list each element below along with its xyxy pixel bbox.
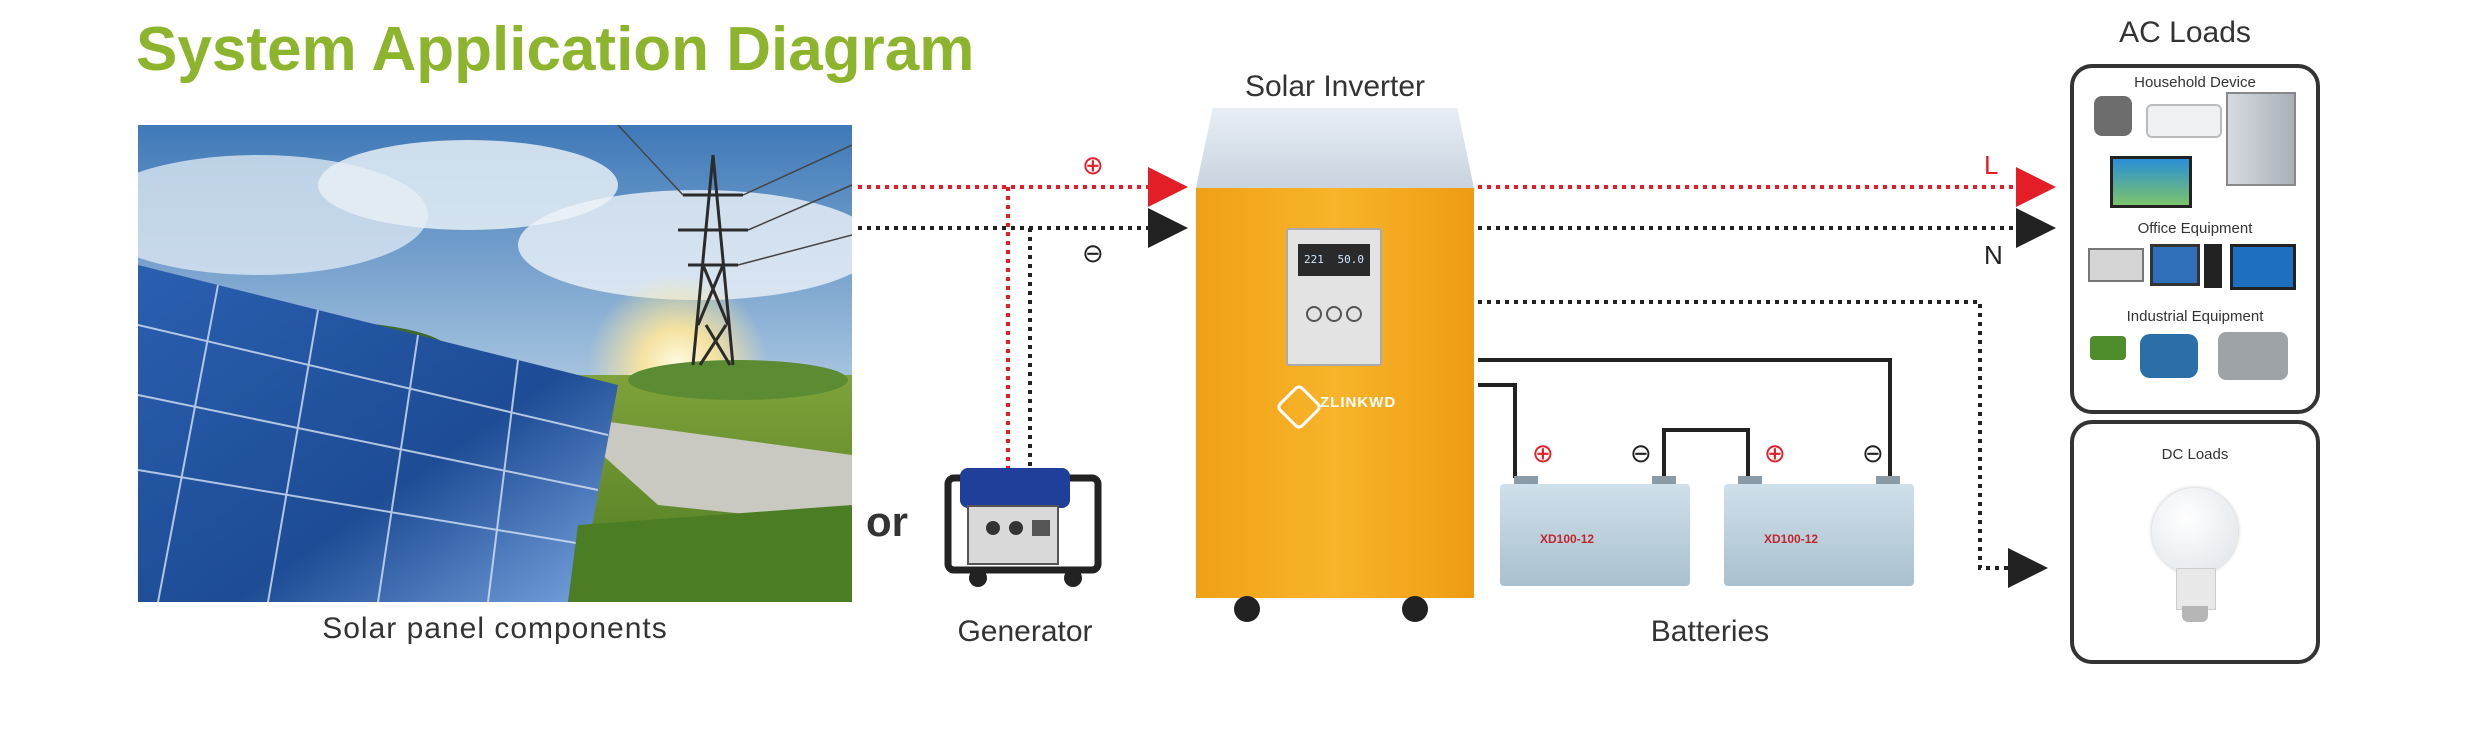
lcd-right-value: 50.0	[1337, 253, 1365, 266]
laptop-icon	[2150, 244, 2200, 286]
battery-terminal	[1652, 476, 1676, 486]
dc-loads-label: DC Loads	[2161, 446, 2229, 463]
solar-inverter: 221 50.0 ZLINKWD	[1196, 108, 1474, 628]
inverter-button-3[interactable]	[1346, 306, 1362, 322]
office-equipment-label: Office Equipment	[2137, 220, 2253, 237]
computer-tower-icon	[2204, 244, 2222, 288]
battery-terminal	[1876, 476, 1900, 486]
air-compressor-icon	[2218, 332, 2288, 380]
generator-caption: Generator	[957, 615, 1093, 648]
batteries-caption: Batteries	[1650, 615, 1770, 648]
air-conditioner-icon	[2146, 104, 2222, 138]
pressure-cooker-icon	[2094, 96, 2132, 136]
battery1-negative-sign: ⊖	[1630, 438, 1652, 468]
inverter-wheel-right	[1402, 596, 1428, 622]
battery-2: XD100-12	[1724, 476, 1914, 586]
monitor-icon	[2230, 244, 2296, 290]
refrigerator-icon	[2226, 92, 2296, 186]
battery-positive-wire	[1478, 383, 1517, 478]
inverter-brand: ZLINKWD	[1320, 394, 1397, 411]
positive-sign: ⊕	[1082, 150, 1104, 180]
page-title: System Application Diagram	[136, 15, 975, 84]
lcd-left-value: 221	[1304, 253, 1324, 266]
battery-negative-wire	[1478, 358, 1892, 478]
inverter-button-2[interactable]	[1326, 306, 1342, 322]
inverter-caption: Solar Inverter	[1244, 70, 1426, 103]
battery-case	[1724, 484, 1914, 586]
drill-icon	[2090, 336, 2126, 360]
dc-loads-box: DC Loads	[2070, 420, 2320, 664]
battery-1: XD100-12	[1500, 476, 1690, 586]
battery-model-label: XD100-12	[1540, 532, 1595, 546]
ac-loads-box: Household Device Office Equipment Indust…	[2070, 64, 2320, 414]
light-bulb-screw	[2182, 606, 2208, 622]
solar-panel-image	[138, 125, 852, 602]
light-bulb-base	[2176, 568, 2216, 610]
battery-series-wire	[1662, 428, 1750, 478]
battery2-positive-sign: ⊕	[1764, 438, 1786, 468]
ac-loads-title: AC Loads	[2119, 16, 2251, 49]
battery-case	[1500, 484, 1690, 586]
industrial-equipment-label: Industrial Equipment	[2126, 308, 2264, 325]
printer-icon	[2088, 248, 2144, 282]
inverter-panel: 221 50.0	[1286, 228, 1382, 366]
line-label: L	[1984, 150, 1999, 180]
battery2-negative-sign: ⊖	[1862, 438, 1884, 468]
inverter-wheel-left	[1234, 596, 1260, 622]
electric-motor-icon	[2140, 334, 2198, 378]
inverter-lcd: 221 50.0	[1298, 244, 1370, 276]
battery-terminal	[1514, 476, 1538, 486]
negative-sign: ⊖	[1082, 238, 1104, 268]
television-icon	[2110, 156, 2192, 208]
solar-panel-caption: Solar panel components	[322, 612, 668, 645]
inverter-button-1[interactable]	[1306, 306, 1322, 322]
battery-terminal	[1738, 476, 1762, 486]
light-bulb-icon	[2152, 488, 2238, 574]
inverter-top	[1196, 108, 1474, 188]
neutral-label: N	[1984, 240, 2003, 270]
generator-image	[944, 468, 1102, 587]
battery-model-label: XD100-12	[1764, 532, 1819, 546]
battery1-positive-sign: ⊕	[1532, 438, 1554, 468]
or-label: or	[866, 498, 908, 545]
household-device-label: Household Device	[2134, 74, 2256, 91]
